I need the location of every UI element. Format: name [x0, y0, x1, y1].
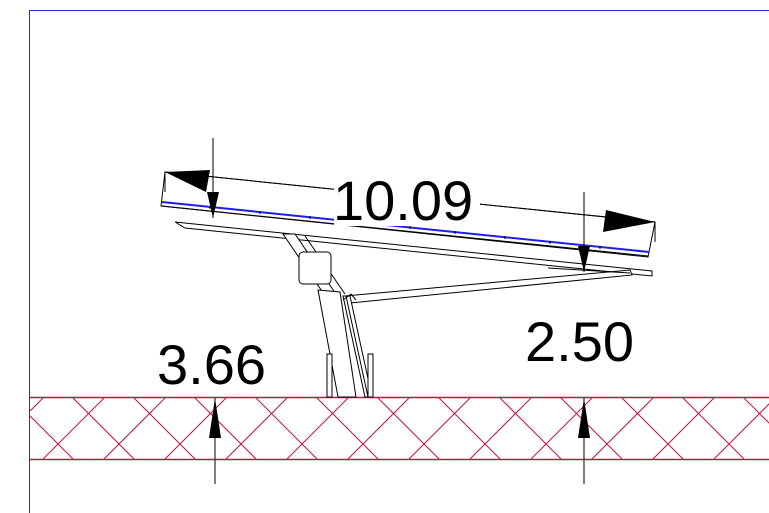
support-structure	[174, 221, 653, 398]
hatch-line	[742, 397, 769, 424]
hatch-line	[41, 397, 106, 460]
hatch-line	[193, 397, 258, 460]
low-side-height-label: 2.50	[525, 310, 634, 373]
hatch-line	[681, 397, 746, 460]
hatch-line	[163, 397, 228, 460]
hatch-line	[559, 397, 624, 460]
connection-plate	[298, 251, 332, 285]
hatch-line	[498, 397, 563, 460]
arrowhead-right	[603, 210, 655, 232]
label-mask	[334, 170, 480, 226]
drawing-frame	[29, 10, 769, 513]
hatch-line	[407, 397, 472, 460]
hatch-line	[712, 403, 769, 460]
hatch-line	[346, 397, 411, 460]
dimension-high-side	[209, 398, 221, 484]
hatch-line	[376, 397, 441, 460]
arrowhead-left	[165, 170, 210, 192]
hatch-line	[651, 397, 716, 460]
ground-hatch	[0, 396, 769, 461]
hatch-line	[529, 397, 594, 460]
arrowhead-down-left	[207, 192, 219, 218]
hatch-line	[285, 397, 350, 460]
cantilever-arm	[344, 269, 633, 304]
hatch-line	[0, 397, 13, 460]
dimension-low-side	[578, 398, 590, 484]
foundation-post-right	[367, 353, 374, 398]
hatch-line	[132, 397, 197, 460]
hatch-line	[224, 397, 289, 460]
foundation-post-left	[326, 353, 333, 398]
panel-length-label: 10.09	[333, 169, 473, 232]
dimension-panel-length	[164, 138, 656, 272]
hatch-line	[102, 397, 167, 460]
hatch-line	[590, 397, 655, 460]
high-side-height-label: 3.66	[157, 333, 266, 396]
hatch-line	[71, 397, 136, 460]
hatch-line	[315, 397, 380, 460]
hatch-line	[437, 397, 502, 460]
hatch-line	[254, 397, 319, 460]
hatch-line	[468, 397, 533, 460]
arrowhead-down-right	[578, 246, 590, 272]
hatch-line	[29, 414, 75, 460]
hatch-line	[620, 397, 685, 460]
hatch-line	[29, 397, 45, 413]
